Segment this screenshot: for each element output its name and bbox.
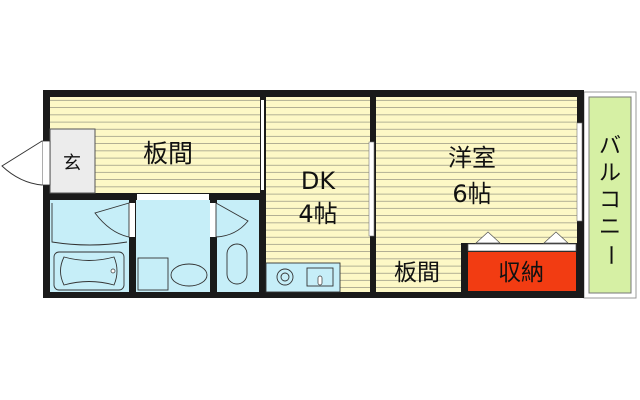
balcony-label-char: バ bbox=[599, 134, 621, 159]
washing-machine-pan bbox=[137, 257, 169, 291]
bath-door-swing bbox=[94, 202, 130, 238]
stove-burner-inner-icon bbox=[280, 272, 290, 282]
entrance-area bbox=[49, 128, 96, 194]
dk-label: DK bbox=[301, 167, 336, 195]
dk-western-sliding-door bbox=[368, 141, 375, 237]
balcony-label: バ ル コ ニ ー bbox=[597, 134, 622, 266]
storage-label: 収納 bbox=[498, 260, 544, 286]
entrance-door-opening bbox=[41, 140, 51, 186]
dk-size-label: 4帖 bbox=[298, 200, 337, 228]
bath-door-opening bbox=[129, 203, 135, 237]
balcony-label-char: コ bbox=[599, 188, 621, 213]
bathtub-basin bbox=[60, 256, 118, 286]
western-room-size-label: 6帖 bbox=[452, 180, 491, 208]
stove-burner-icon bbox=[276, 268, 294, 286]
western-room-label: 洋室 bbox=[448, 144, 496, 172]
storage-door-swing-right bbox=[543, 231, 569, 244]
toilet-icon bbox=[226, 243, 248, 285]
balcony-label-char: ニ bbox=[599, 215, 621, 240]
hall-label: 板間 bbox=[143, 139, 193, 168]
entrance-door-swing bbox=[1, 140, 43, 186]
wash-basin-icon bbox=[170, 263, 208, 287]
toilet-door-swing bbox=[215, 202, 249, 238]
washroom-door-opening bbox=[137, 194, 209, 200]
balcony-label-char: ー bbox=[597, 244, 622, 266]
storage-doors bbox=[467, 243, 577, 252]
entrance-label: 玄 bbox=[63, 153, 81, 174]
bathtub-edge bbox=[51, 203, 128, 246]
balcony-label-char: ル bbox=[599, 161, 621, 186]
small-floor-label: 板間 bbox=[394, 260, 440, 286]
balcony-window bbox=[576, 122, 583, 222]
bathtub-drain-icon bbox=[110, 268, 116, 274]
hall-dk-opening bbox=[261, 100, 264, 190]
kitchen-sink-icon bbox=[306, 267, 334, 287]
dk-floor bbox=[266, 97, 370, 292]
storage-closet bbox=[468, 252, 576, 291]
balcony bbox=[588, 96, 632, 294]
storage-door-swing-left bbox=[475, 231, 501, 244]
toilet-door-opening bbox=[210, 203, 216, 237]
faucet-icon bbox=[317, 275, 323, 286]
